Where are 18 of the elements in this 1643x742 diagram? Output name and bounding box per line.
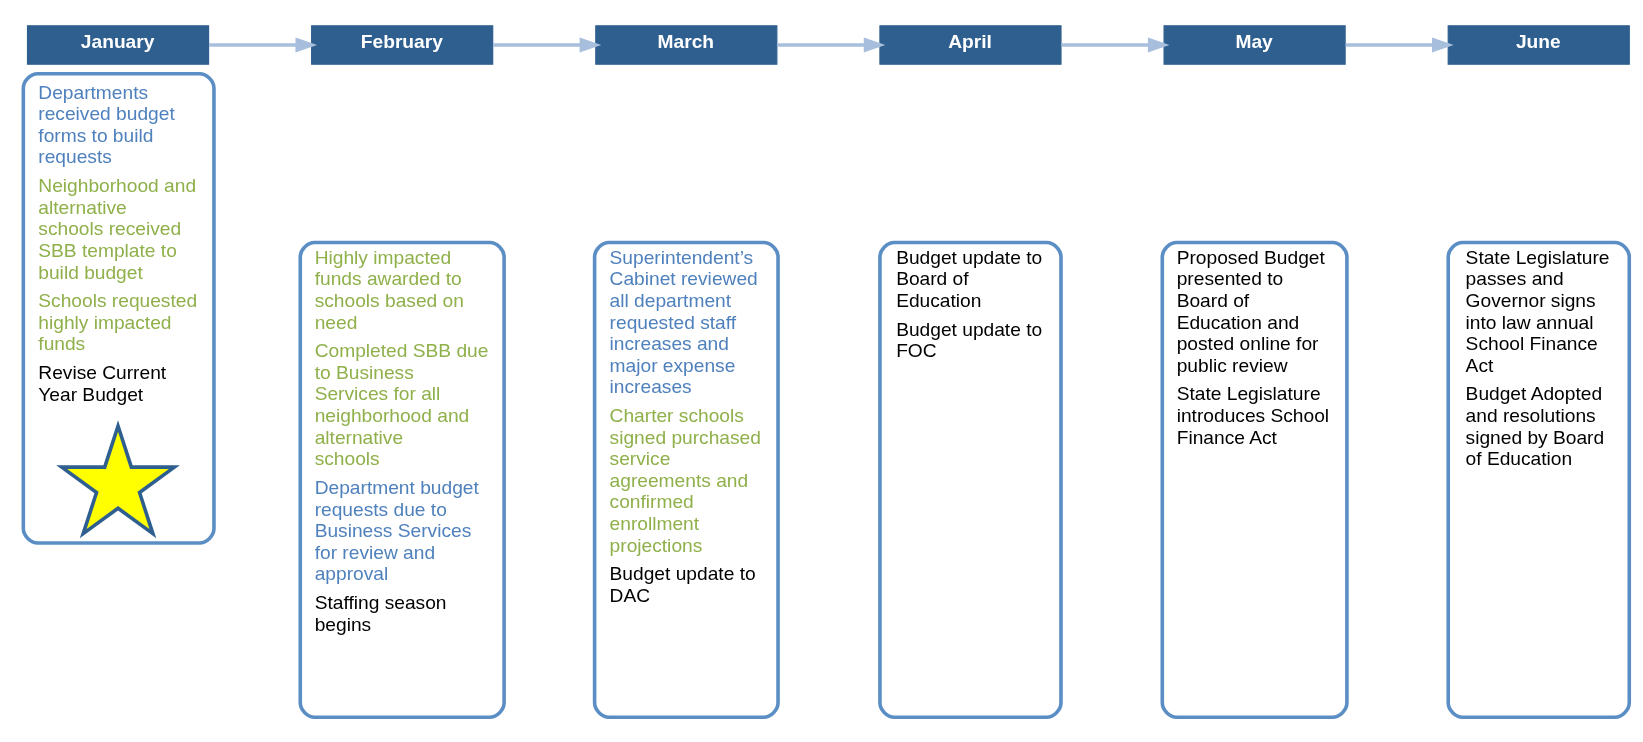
arrow bbox=[1061, 36, 1170, 53]
node-box: State Legislature passes and Governor signs into law annual School Finance Act Budget Adopted and resolutions signed by Board of Education bbox=[1446, 240, 1632, 719]
node-star bbox=[56, 419, 180, 538]
node-box: February bbox=[311, 24, 494, 65]
node-box: June bbox=[1447, 24, 1630, 65]
node-box: Budget update to Board of Education Budget update to FOC bbox=[878, 240, 1063, 719]
node-box: May bbox=[1163, 24, 1346, 65]
node-box: Superintendent’s Cabinet reviewed all department requested staff increases and major expense increases Charter schools signed purchased service agreements and confirmed enrollment projections Budget update to DAC bbox=[592, 240, 780, 719]
node-box: March bbox=[595, 24, 778, 65]
cluster: Departments received budget forms to build requests Neighborhood and alternative schools received SBB template to build budget Schools requested highly impacted funds Revise Current Year Budget bbox=[21, 71, 216, 545]
node-box: April bbox=[879, 24, 1062, 65]
node-box: Proposed Budget presented to Board of Education and posted online for public review State Legislature introduces School Finance Act bbox=[1160, 240, 1349, 719]
arrow bbox=[777, 36, 886, 53]
arrow bbox=[1345, 36, 1454, 53]
node-box: January bbox=[26, 24, 210, 65]
arrow bbox=[209, 36, 318, 53]
arrow bbox=[493, 36, 602, 53]
node-box: Highly impacted funds awarded to schools based on need Completed SBB due to Business Services for all neighborhood and alternative schools Department budget requests due to Business Services for review and approval Staffing season begins bbox=[298, 240, 506, 719]
